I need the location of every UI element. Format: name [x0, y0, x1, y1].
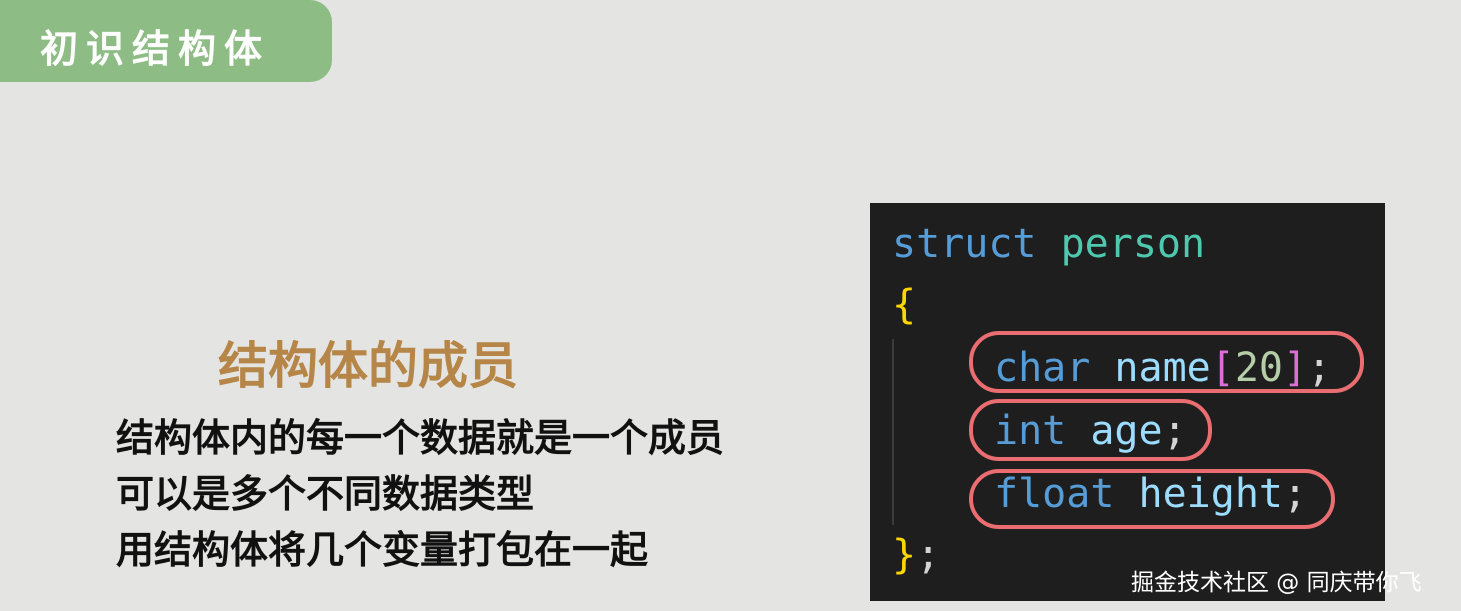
semicolon: ; — [916, 532, 941, 578]
bullet-line: 结构体内的每一个数据就是一个成员 — [116, 416, 725, 460]
code-line-struct: struct person — [892, 220, 1205, 268]
title-tab: 初识结构体 — [0, 0, 332, 82]
bullet-line: 可以是多个不同数据类型 — [116, 472, 535, 516]
section-heading: 结构体的成员 — [218, 337, 518, 395]
semicolon: ; — [1283, 471, 1308, 517]
code-line-close-brace: }; — [892, 531, 940, 579]
watermark: 掘金技术社区 @ 同庆带你飞 — [1131, 570, 1422, 596]
indent-guide — [892, 339, 894, 525]
slide-title: 初识结构体 — [40, 27, 271, 71]
close-brace: } — [892, 532, 917, 578]
member-type: char — [994, 345, 1091, 391]
member-type: float — [994, 471, 1115, 517]
code-line-member-height: float height; — [994, 470, 1307, 518]
struct-name: person — [1060, 221, 1206, 267]
array-bracket-close: ] — [1283, 345, 1308, 391]
struct-keyword: struct — [892, 221, 1037, 267]
semicolon: ; — [1307, 345, 1332, 391]
array-size: 20 — [1234, 345, 1284, 391]
highlight-ring-height — [969, 469, 1335, 529]
bullet-list: 结构体内的每一个数据就是一个成员 可以是多个不同数据类型 用结构体将几个变量打包… — [116, 410, 724, 578]
member-type: int — [994, 408, 1067, 454]
array-bracket-open: [ — [1210, 345, 1235, 391]
highlight-ring-name — [969, 331, 1364, 393]
code-line-open-brace: { — [892, 281, 916, 329]
member-name: age — [1090, 408, 1163, 454]
member-name: height — [1138, 471, 1284, 517]
open-brace: { — [892, 282, 917, 328]
member-name: name — [1114, 345, 1211, 391]
code-line-member-name: char name[20]; — [994, 344, 1331, 392]
bullet-line: 用结构体将几个变量打包在一起 — [116, 528, 649, 572]
code-snippet: struct person { char name[20]; int age; … — [870, 203, 1385, 601]
highlight-ring-age — [969, 399, 1212, 461]
